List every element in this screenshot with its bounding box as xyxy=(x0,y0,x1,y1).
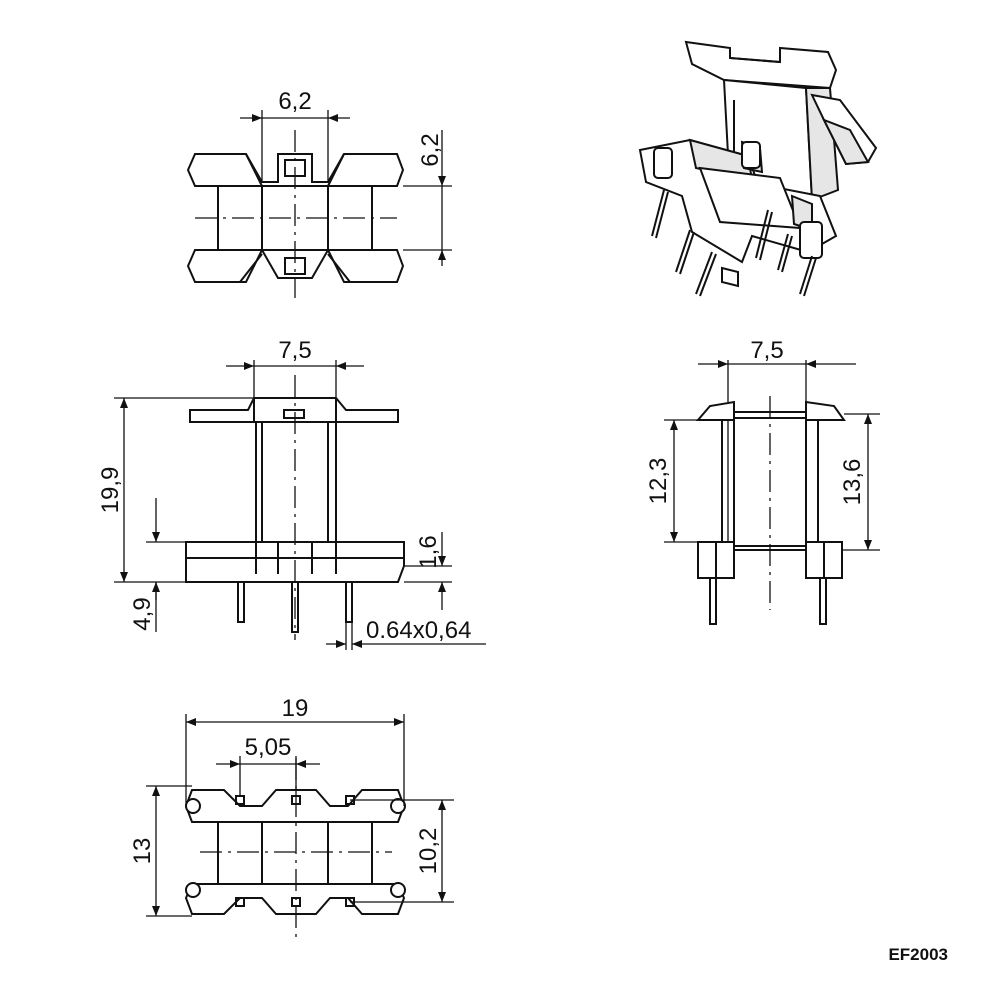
bottom-view: 19 5,05 13 10,2 xyxy=(129,695,454,942)
bottom-depth-label: 13 xyxy=(129,838,156,865)
front-view: 7,5 19,9 4,9 1,6 0.64x0,64 xyxy=(97,337,486,650)
side-view: 7,5 12,3 13,6 xyxy=(645,337,880,625)
bottom-overall-width-label: 19 xyxy=(282,695,309,722)
side-winding-height-label: 12,3 xyxy=(645,458,672,505)
top-width-label: 6,2 xyxy=(278,88,311,115)
bottom-pin-row-spacing-label: 10,2 xyxy=(415,828,442,875)
front-pin-length-label: 4,9 xyxy=(129,597,156,630)
front-width-label: 7,5 xyxy=(278,337,311,364)
side-width-label: 7,5 xyxy=(750,337,783,364)
top-height-label: 6,2 xyxy=(417,133,444,166)
part-code: EF2003 xyxy=(888,945,948,964)
front-pin-section-label: 0.64x0,64 xyxy=(366,617,471,644)
front-height-label: 19,9 xyxy=(97,467,124,514)
bottom-pin-pitch-label: 5,05 xyxy=(245,734,292,761)
isometric-view xyxy=(638,40,878,297)
front-flange-thickness-label: 1,6 xyxy=(415,535,442,568)
side-body-height-label: 13,6 xyxy=(839,459,866,506)
top-view: 6,2 6,2 xyxy=(186,88,452,298)
